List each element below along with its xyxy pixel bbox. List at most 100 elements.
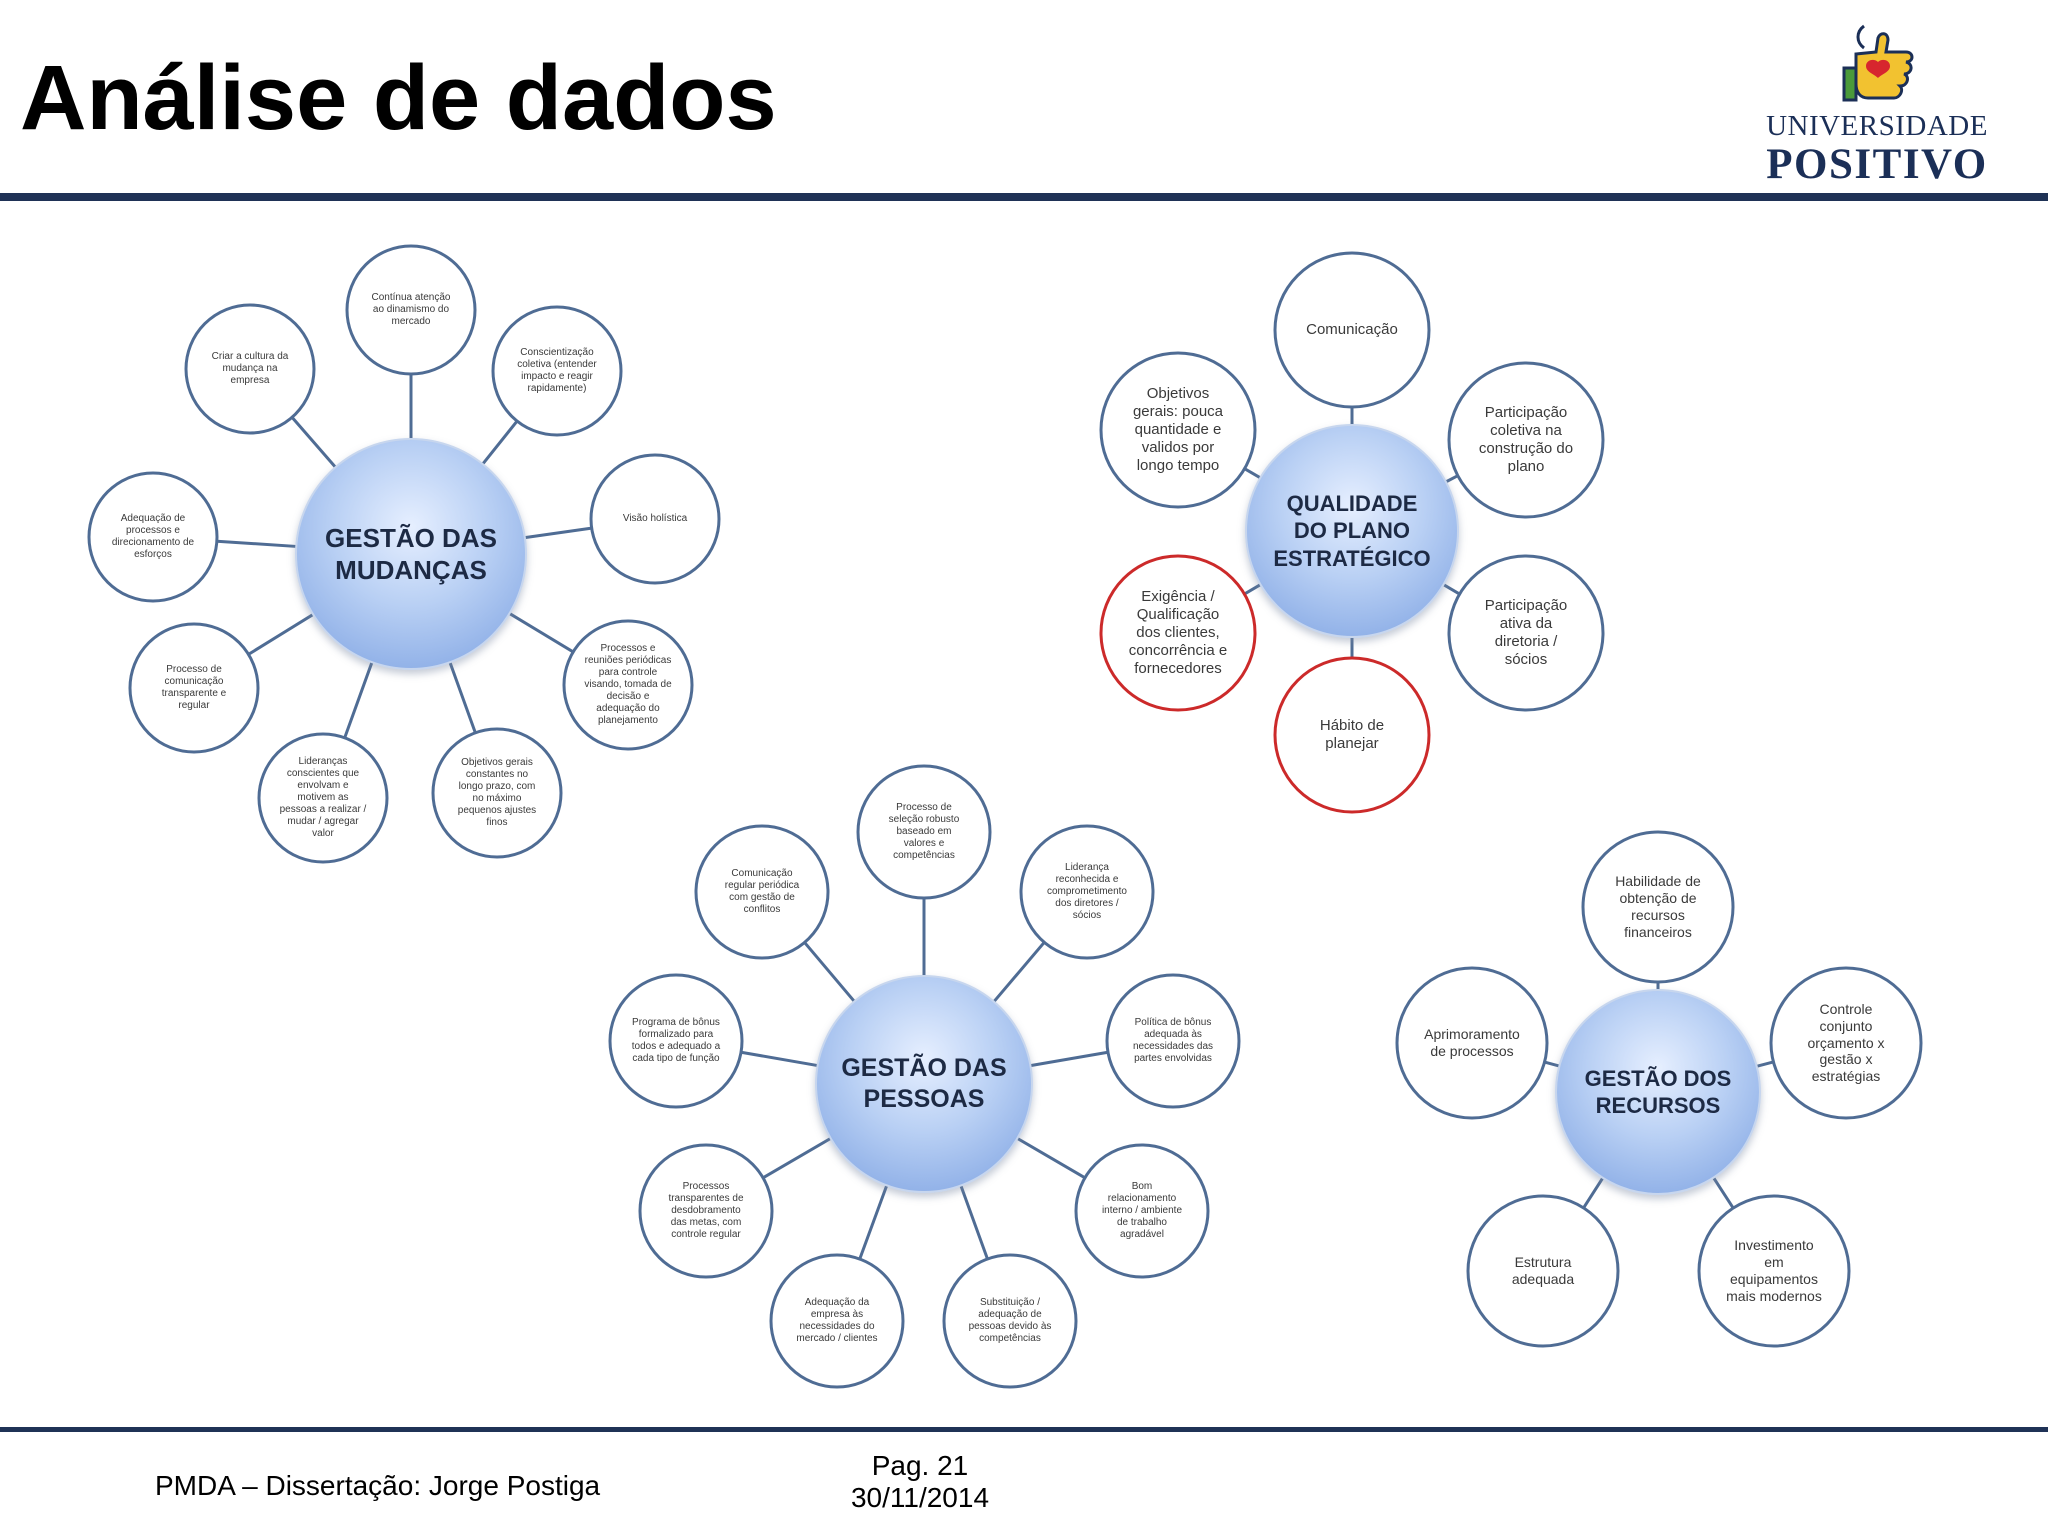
connector-line — [290, 416, 337, 469]
node-label: Programa de bônus formalizado para todos… — [631, 1016, 721, 1064]
node-circle — [431, 727, 563, 859]
connector-line — [343, 661, 374, 739]
logo-text-universidade: UNIVERSIDADE — [1766, 110, 1988, 142]
node-circle — [694, 824, 830, 960]
connector-line — [1712, 1176, 1735, 1209]
hub-circle — [1245, 424, 1459, 638]
node-label: Objetivos gerais constantes no longo pra… — [457, 756, 537, 828]
node-label: Processos transparentes de desdobramento… — [668, 1180, 744, 1240]
node-label: Criar a cultura da mudança na empresa — [211, 350, 289, 386]
node-circle — [1466, 1194, 1620, 1348]
node-label: Contínua atenção ao dinamismo do mercado — [371, 291, 451, 327]
hub-circle — [295, 438, 527, 670]
connector-line — [740, 1050, 818, 1068]
hub-label: QUALIDADE DO PLANO ESTRATÉGICO — [1273, 490, 1431, 571]
thumbs-up-logo-icon — [1842, 24, 1914, 102]
connector-line — [858, 1184, 889, 1260]
hub-label: GESTÃO DAS MUDANÇAS — [325, 522, 497, 586]
node-circle — [1395, 966, 1549, 1120]
node-circle — [491, 305, 623, 437]
node-label: Controle conjunto orçamento x gestão x e… — [1807, 1001, 1885, 1085]
highlighted-node-circle — [1273, 656, 1431, 814]
node-circle — [1074, 1143, 1210, 1279]
node-circle — [638, 1143, 774, 1279]
node-circle — [769, 1253, 905, 1389]
node-circle — [257, 732, 389, 864]
node-circle — [942, 1253, 1078, 1389]
node-label: Investimento em equipamentos mais modern… — [1726, 1237, 1822, 1304]
node-label: Processos e reuniões periódicas para con… — [584, 642, 672, 726]
connector-line — [992, 941, 1046, 1003]
connector-line — [448, 661, 477, 734]
node-circle — [1099, 351, 1257, 509]
node-circle — [128, 622, 260, 754]
highlighted-node-circle — [1099, 554, 1257, 712]
connector-line — [1756, 1060, 1774, 1068]
node-circle — [856, 764, 992, 900]
node-circle — [1019, 824, 1155, 960]
node-label: Adequação da empresa às necessidades do … — [796, 1296, 878, 1344]
logo-text-positivo: POSITIVO — [1766, 141, 1988, 188]
node-circle — [184, 303, 316, 435]
node-circle — [1769, 966, 1923, 1120]
connector-line — [1243, 467, 1262, 480]
connector-line — [959, 1185, 989, 1260]
connector-line — [762, 1137, 832, 1180]
hub-label: GESTÃO DAS PESSOAS — [841, 1053, 1007, 1113]
hub-circle — [1555, 989, 1761, 1195]
slide-title: Análise de dados — [20, 47, 777, 149]
node-circle — [589, 453, 721, 585]
hub-circle — [815, 975, 1033, 1193]
node-label: Habilidade de obtenção de recursos finan… — [1615, 873, 1701, 940]
node-circle — [1447, 554, 1605, 712]
node-label: Participação ativa da diretoria / sócios — [1484, 596, 1568, 668]
node-label: Comunicação regular periódica com gestão… — [724, 867, 800, 915]
node-label: Participação coletiva na construção do p… — [1478, 403, 1574, 475]
node-label: Hábito de planejar — [1319, 716, 1385, 752]
connector-line — [481, 420, 519, 466]
node-label: Estrutura adequada — [1511, 1254, 1575, 1287]
footer-page-info: Pag. 21 30/11/2014 — [820, 1450, 1020, 1514]
node-label: Aprimoramento de processos — [1424, 1026, 1520, 1059]
node-label: Bom relacionamento interno / ambiente de… — [1101, 1180, 1183, 1240]
footer-divider — [0, 1427, 2048, 1432]
connector-line — [247, 613, 314, 656]
connector-line — [803, 941, 856, 1003]
node-circle — [562, 619, 694, 751]
node-label: Objetivos gerais: pouca quantidade e val… — [1132, 384, 1224, 474]
connector-line — [1030, 1050, 1109, 1068]
connector-line — [508, 612, 574, 654]
connector-line — [1442, 583, 1461, 596]
node-circle — [1273, 251, 1431, 409]
node-circle — [345, 244, 477, 376]
connector-line — [1544, 1060, 1560, 1068]
connector-line — [1016, 1137, 1086, 1180]
node-label: Substituição / adequação de pessoas devi… — [968, 1296, 1052, 1344]
connector-line — [1582, 1177, 1605, 1209]
connector-line — [1243, 583, 1262, 596]
footer-date: 30/11/2014 — [850, 1482, 990, 1514]
node-label: Comunicação — [1306, 320, 1398, 338]
node-label: Exigência / Qualificação dos clientes, c… — [1128, 587, 1228, 677]
node-label: Adequação de processos e direcionamento … — [111, 512, 195, 560]
header-divider — [0, 193, 2048, 201]
hub-label: GESTÃO DOS RECURSOS — [1584, 1065, 1732, 1119]
node-circle — [608, 973, 744, 1109]
node-circle — [1447, 361, 1605, 519]
connector-line — [216, 539, 297, 548]
university-logo: UNIVERSIDADE POSITIVO — [1752, 18, 2002, 188]
node-label: Lideranças conscientes que envolvam e mo… — [279, 755, 367, 839]
node-label: Conscientização coletiva (entender impac… — [517, 346, 597, 394]
node-circle — [1105, 973, 1241, 1109]
connector-line — [524, 526, 592, 540]
node-circle — [1697, 1194, 1851, 1348]
footer-page: Pag. 21 — [871, 1450, 969, 1481]
node-label: Liderança reconhecida e comprometimento … — [1046, 861, 1127, 921]
node-label: Política de bônus adequada às necessidad… — [1132, 1016, 1214, 1064]
footer-course: PMDA – Dissertação: Jorge Postiga — [155, 1470, 601, 1501]
node-circle — [1581, 830, 1735, 984]
node-label: Visão holística — [622, 512, 688, 524]
node-circle — [87, 471, 219, 603]
node-label: Processo de seleção robusto baseado em v… — [888, 801, 960, 861]
